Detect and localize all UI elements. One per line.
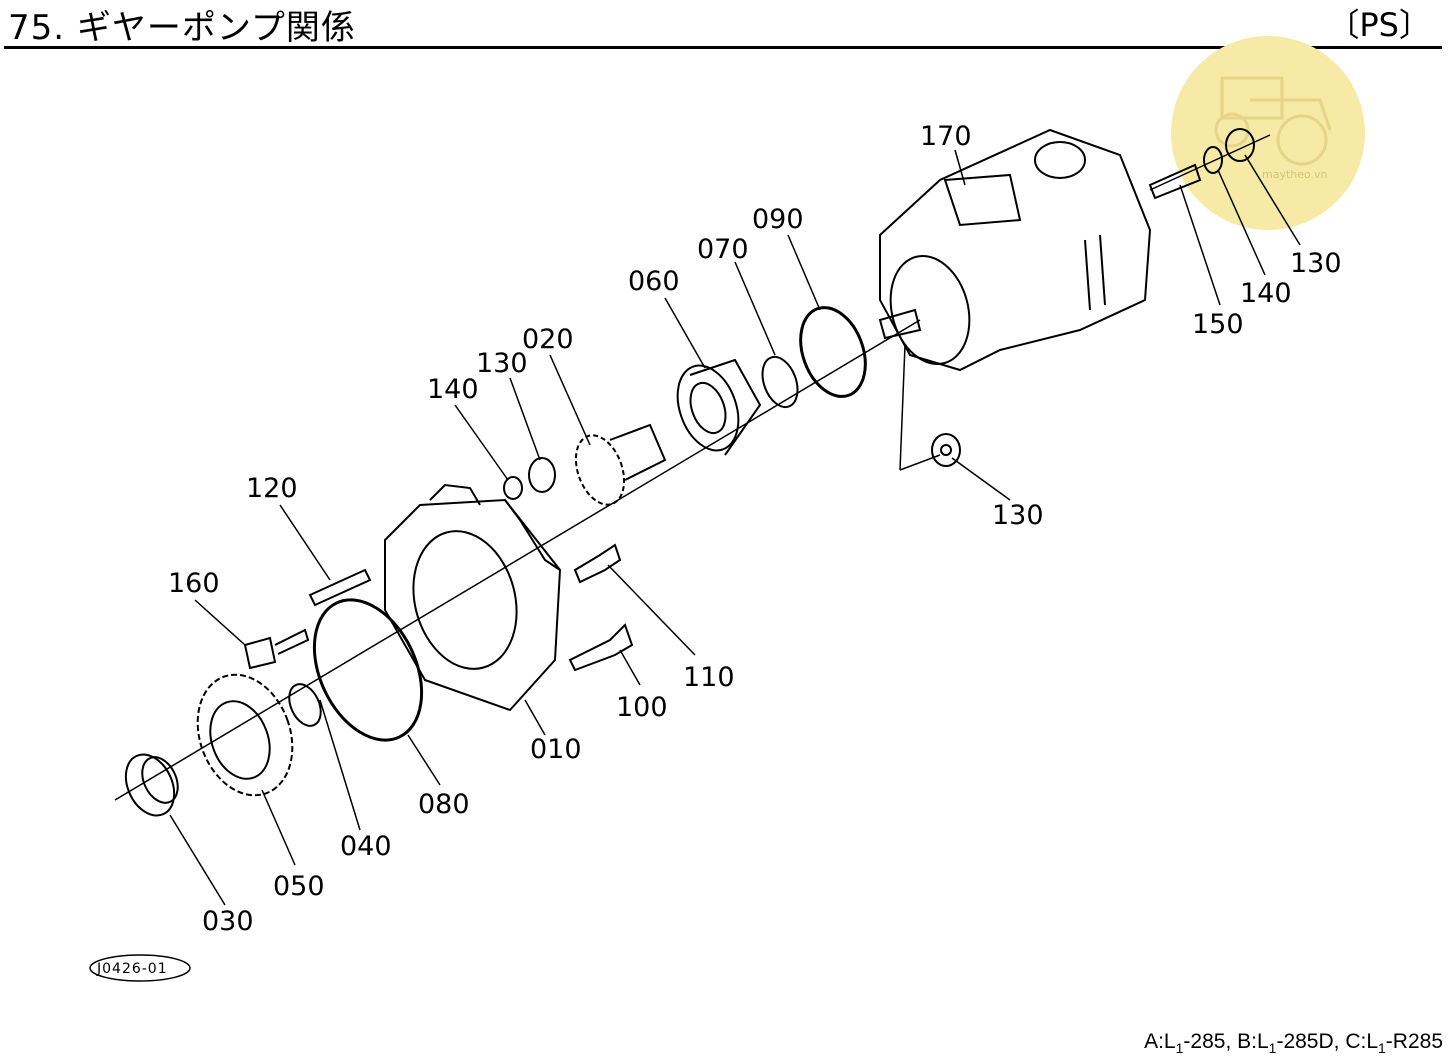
part-090-o-ring: [799, 306, 867, 398]
callout-030: 030: [202, 906, 254, 937]
part-020-gear-shaft: [574, 423, 667, 506]
callout-130-a: 130: [476, 348, 528, 379]
part-120-stud: [308, 568, 372, 607]
callout-160: 160: [168, 568, 220, 599]
callout-090: 090: [752, 204, 804, 235]
callout-060: 060: [628, 266, 680, 297]
page-title: 75. ギヤーポンプ関係: [8, 8, 356, 48]
watermark-logo: maytheo.vn: [1171, 36, 1365, 230]
callout-140-b: 140: [1240, 278, 1292, 309]
part-110-bolt: [573, 543, 622, 584]
callout-130-c: 130: [992, 500, 1044, 531]
part-140-washer-upper: [1203, 146, 1223, 174]
part-050-gear: [196, 673, 294, 797]
callout-020: 020: [522, 324, 574, 355]
callout-010: 010: [530, 734, 582, 765]
part-080-o-ring: [312, 598, 424, 742]
diagram-code: J0426-01: [96, 961, 168, 977]
part-140-washer: [503, 476, 523, 500]
part-040-snap-ring: [288, 683, 322, 727]
callout-080: 080: [418, 789, 470, 820]
part-030-seal: [124, 753, 179, 817]
header-rule: [4, 46, 1442, 49]
callout-120: 120: [246, 473, 298, 504]
part-070-snap-ring: [761, 355, 799, 409]
callout-050: 050: [273, 871, 325, 902]
callout-170: 170: [920, 121, 972, 152]
part-160-bolt: [243, 628, 310, 670]
part-130-nut: [528, 457, 556, 493]
callout-100: 100: [616, 692, 668, 723]
leader-lines: [169, 149, 1301, 906]
part-010-housing: [384, 483, 562, 712]
part-100-bolt: [568, 623, 634, 672]
callout-110: 110: [683, 662, 735, 693]
callout-130-b: 130: [1290, 248, 1342, 279]
part-130-nut-lower: [931, 433, 961, 467]
part-170-gear-pump: [878, 128, 1152, 372]
model-applicability: A:L1-285, B:L1-285D, C:L1-R285: [1144, 1029, 1443, 1056]
section-tag: 〔PS〕: [1327, 6, 1431, 44]
watermark-text: maytheo.vn: [1262, 168, 1328, 181]
diagram-code-badge: J0426-01: [89, 954, 191, 982]
callout-140-a: 140: [427, 374, 479, 405]
callout-070: 070: [697, 234, 749, 265]
part-060-bearing: [676, 358, 762, 456]
callout-labels: 170 090 070 060 020 130 140 120 160 110 …: [168, 121, 1342, 937]
callout-040: 040: [340, 831, 392, 862]
part-150-stud: [1148, 163, 1202, 200]
callout-150: 150: [1192, 309, 1244, 340]
part-130-nut-upper: [1225, 128, 1255, 162]
